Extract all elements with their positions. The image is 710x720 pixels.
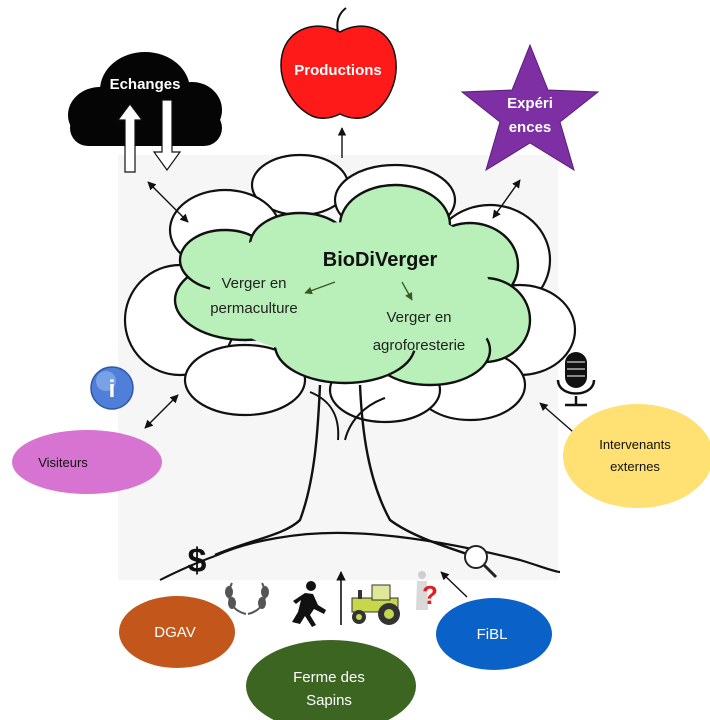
intervenants-label-line2: externes	[610, 459, 660, 474]
dgav-node	[119, 596, 235, 668]
apple-icon	[280, 7, 397, 119]
arrow-echanges	[147, 181, 189, 223]
upload-download-icon	[116, 99, 182, 173]
question-person-icon	[416, 571, 428, 610]
tractor-icon	[351, 584, 400, 625]
fibl-node	[436, 598, 552, 670]
ferme-label-line2: Sapins	[306, 692, 352, 709]
experiences-label-line1: Expéri	[507, 95, 553, 112]
echanges-label: Echanges	[110, 76, 181, 93]
experiences-label-line2: ences	[509, 119, 552, 136]
green-canopy-fill	[210, 215, 500, 358]
visiteurs-node	[12, 430, 162, 494]
runner-icon	[292, 581, 326, 627]
visiteurs-label: Visiteurs	[38, 455, 88, 470]
right-label-line1: Verger en	[386, 309, 451, 326]
intervenants-label-line1: Intervenants	[599, 437, 671, 452]
productions-label: Productions	[294, 62, 382, 79]
ferme-label-line1: Ferme des	[293, 669, 365, 686]
left-label-line2: permaculture	[210, 300, 298, 317]
ground-line	[214, 531, 561, 574]
arrow-experiences	[492, 179, 521, 219]
dollar-icon: $	[188, 542, 207, 580]
echanges-cloud	[68, 52, 222, 146]
tree-branch	[309, 391, 386, 441]
info-icon	[90, 366, 134, 410]
arrow-to-permaculture	[304, 281, 336, 295]
dgav-label: DGAV	[154, 624, 195, 641]
magnifier-icon	[464, 545, 498, 579]
ground-line-left	[159, 555, 216, 581]
arrow-fibl	[440, 571, 468, 598]
intervenants-node	[563, 404, 710, 508]
right-label-line2: agroforesterie	[373, 337, 466, 354]
star-icon	[460, 43, 600, 172]
laurel-icon	[225, 582, 269, 615]
ferme-node	[246, 640, 416, 720]
fibl-label: FiBL	[477, 626, 508, 643]
microphone-icon	[556, 352, 596, 407]
tree-trunk	[214, 384, 471, 557]
left-label-line1: Verger en	[221, 275, 286, 292]
arrow-visiteurs	[144, 394, 179, 429]
question-mark: ?	[422, 580, 438, 610]
info-glyph: i	[109, 376, 116, 403]
arrow-to-agroforesterie	[401, 281, 413, 301]
center-title: BioDiVerger	[323, 249, 438, 271]
